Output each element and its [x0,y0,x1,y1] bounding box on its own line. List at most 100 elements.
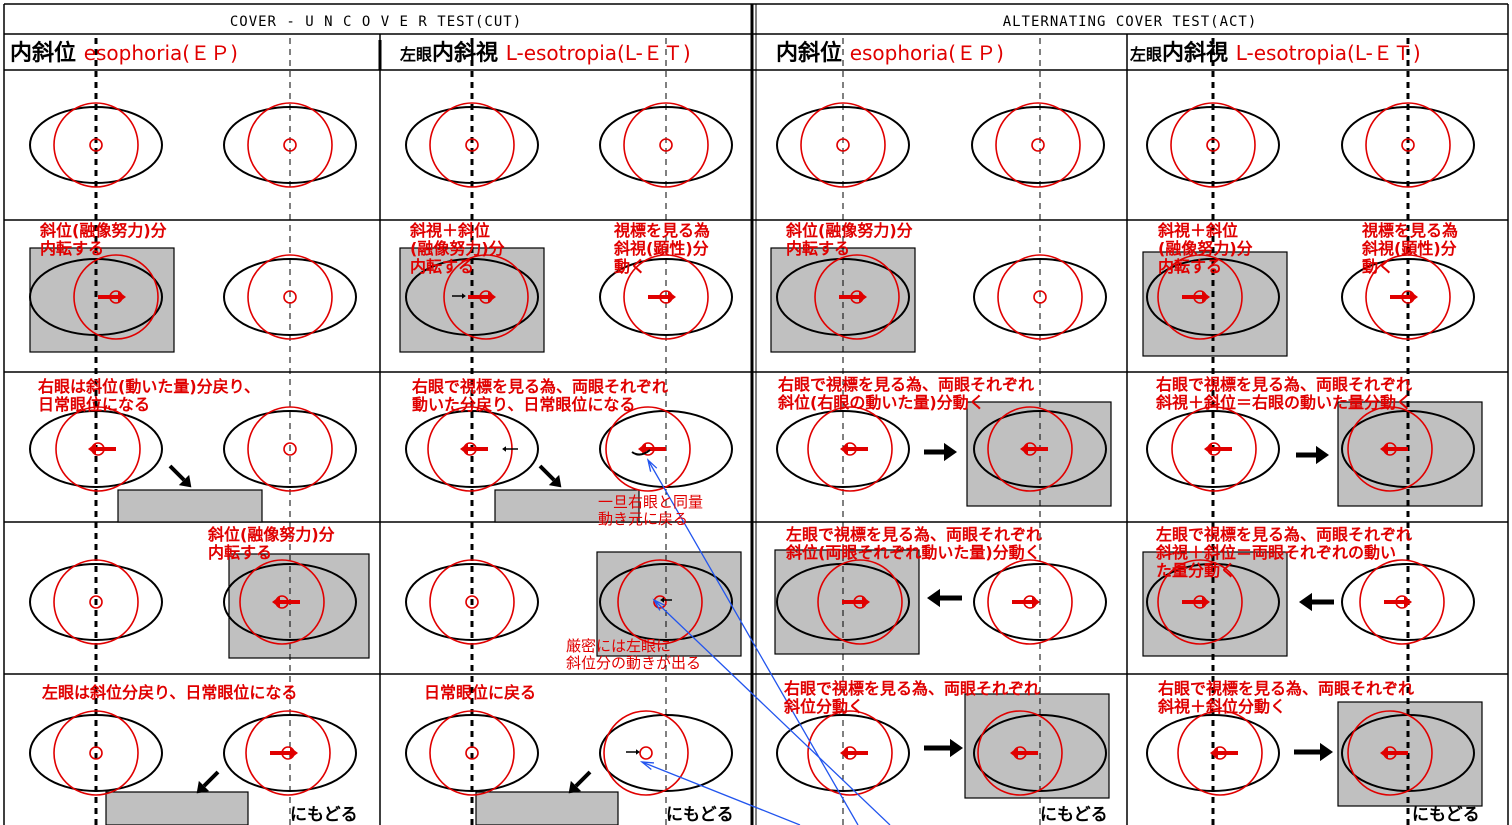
occluder [475,791,619,825]
col3-heading: 内斜位 esophoria(ＥＰ) [776,41,1004,66]
red-arrowhead [840,443,848,455]
note-c3r4: 左眼で視標を見る為、両眼それぞれ斜位(両眼それぞれ動いた量)分動く [786,525,1043,562]
pupil [465,138,479,152]
eye-outline [1146,258,1280,336]
pupil [659,138,673,152]
note-c3r5: 右眼で視標を見る為、両眼それぞれ斜位分動く [784,679,1041,716]
iris [807,710,893,796]
pupil [283,290,297,304]
eye-outline [973,563,1107,641]
back-link-1[interactable]: にもどる [290,805,358,825]
eye-outline [405,258,539,336]
small-arrow-head [502,446,506,452]
eye-outline [1146,410,1280,488]
iris [1347,406,1433,492]
note-c3r2: 斜位(融像努力)分内転する [786,221,913,258]
occluder [596,551,742,657]
cover-move-arrow-head [568,780,582,794]
red-arrowhead [859,291,867,303]
cover-switch-arrow-head [950,738,963,758]
cover-switch-arrow-head [1316,445,1329,465]
back-link-2[interactable]: にもどる [666,805,734,825]
red-arrowhead [638,443,646,455]
note-c2r3: 右眼で視標を見る為、両眼それぞれ動いた分戻り、日常眼位になる [412,377,669,414]
occluder [1337,401,1483,507]
eye-outline [1341,258,1475,336]
red-arrowhead [88,443,96,455]
pupil [639,746,653,760]
red-arrowhead [862,596,870,608]
eye-outline [29,714,163,792]
iris [1171,406,1257,492]
red-arrowhead [488,291,496,303]
small-arrow-head [660,597,664,603]
iris [429,102,515,188]
eye-outline [223,714,357,792]
occluder [1337,701,1483,807]
eye-outline [1146,106,1280,184]
eye-outline [29,563,163,641]
eye-outline [405,714,539,792]
iris [977,710,1063,796]
pointer-head [639,761,655,771]
note-c1r4: 斜位(融像努力)分内転する [208,525,335,562]
pupil [465,595,479,609]
pupil [836,138,850,152]
occluder [494,489,640,523]
cover-move-arrow [538,464,556,482]
red-arrowhead [1204,443,1212,455]
red-arrowhead [118,291,126,303]
iris [73,254,159,340]
note-c4r5: 右眼で視標を見る為、両眼それぞれ斜視＋斜位分動く [1158,679,1415,716]
pupil [1206,138,1220,152]
cover-move-arrow-head [196,780,210,794]
arrows-layer [88,291,1418,825]
iris [1359,559,1445,645]
eye-outline [1341,106,1475,184]
cover-move-arrow [202,770,220,788]
eye-outline [223,258,357,336]
eye-outline [973,258,1107,336]
iris [443,254,529,340]
note-c4r4: 左眼で視標を見る為、両眼それぞれ斜視＋斜位＝両眼それぞれの動いた量分動く [1156,525,1413,580]
back-link-4[interactable]: にもどる [1412,805,1480,825]
pupil [1033,290,1047,304]
eye-outline [29,410,163,488]
back-link-3[interactable]: にもどる [1040,805,1108,825]
eye-outline [599,714,733,792]
iris [1365,102,1451,188]
eye-outline [223,410,357,488]
occluder [1142,551,1288,657]
cover-switch-arrow-head [944,442,957,462]
iris [817,559,903,645]
grid-lines [3,3,1509,825]
pupil [89,138,103,152]
red-arrowhead [668,291,676,303]
iris [429,710,515,796]
eye-outline [29,106,163,184]
pupil [653,595,667,609]
small-arrow-head [636,749,640,755]
note-c4r3: 右眼で視標を見る為、両眼それぞれ斜視＋斜位＝右眼の動いた量分動く [1156,375,1413,412]
note-c2r2b: 視標を見る為斜視(顕性)分動く [614,221,711,276]
iris [800,102,886,188]
act-section-title: ALTERNATING COVER TEST(ACT) [1002,14,1258,30]
iris [603,710,689,796]
iris [807,406,893,492]
eye-outline [599,258,733,336]
red-arrowhead [1032,596,1040,608]
iris [623,254,709,340]
pointer-line [641,761,801,825]
note-c3r3: 右眼で視標を見る為、両眼それぞれ斜位(右眼の動いた量)分動く [778,375,1035,412]
eye-outline [776,258,910,336]
note-c4r2b: 視標を見る為斜視(顕性)分動く [1362,221,1459,276]
pointer-head [652,598,666,611]
red-arrowhead [1202,291,1210,303]
occluder [117,489,263,523]
eye-outline [1146,563,1280,641]
note-c1r2: 斜位(融像努力)分内転する [40,221,167,258]
red-arrowhead [840,747,848,759]
red-arrowhead [1210,747,1218,759]
pupil [1401,138,1415,152]
